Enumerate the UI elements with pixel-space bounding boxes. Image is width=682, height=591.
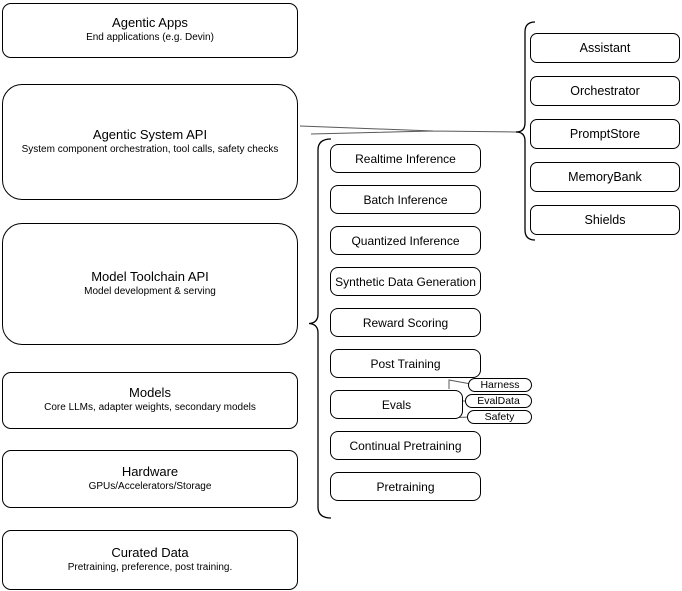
eval-pill-safety: Safety — [467, 410, 532, 424]
hardware-title: Hardware — [121, 463, 179, 479]
agentic-apps-subtitle: End applications (e.g. Devin) — [86, 32, 214, 44]
toolchain-brace — [308, 138, 332, 519]
agentic-apps-box: Agentic Apps End applications (e.g. Devi… — [2, 3, 298, 58]
hardware-subtitle: GPUs/Accelerators/Storage — [88, 480, 212, 492]
curated-data-title: Curated Data — [111, 544, 189, 560]
models-box: Models Core LLMs, adapter weights, secon… — [2, 372, 298, 429]
eval-pill-harness: Harness — [468, 378, 532, 392]
model-toolchain-api-title: Model Toolchain API — [91, 268, 209, 284]
toolchain-box-quantized-inference: Quantized Inference — [330, 226, 481, 255]
system-box-orchestrator: Orchestrator — [530, 76, 680, 106]
system-box-promptstore: PromptStore — [530, 119, 680, 149]
models-subtitle: Core LLMs, adapter weights, secondary mo… — [44, 402, 256, 414]
models-title: Models — [129, 385, 171, 401]
toolchain-box-batch-inference: Batch Inference — [330, 185, 481, 214]
toolchain-box-realtime-inference: Realtime Inference — [330, 144, 481, 173]
toolchain-box-reward-scoring: Reward Scoring — [330, 308, 481, 337]
toolchain-box-pretraining: Pretraining — [330, 472, 481, 501]
curated-data-box: Curated Data Pretraining, preference, po… — [2, 530, 298, 590]
toolchain-box-continual-pretraining: Continual Pretraining — [330, 431, 481, 460]
toolchain-component-list: Realtime Inference Batch Inference Quant… — [330, 144, 481, 501]
model-toolchain-api-subtitle: Model development & serving — [84, 285, 216, 297]
system-api-connector-line — [299, 125, 517, 135]
agentic-system-api-subtitle: System component orchestration, tool cal… — [21, 143, 279, 155]
system-box-assistant: Assistant — [530, 33, 680, 63]
model-toolchain-api-box: Model Toolchain API Model development & … — [2, 223, 298, 345]
system-component-list: Assistant Orchestrator PromptStore Memor… — [530, 33, 680, 235]
evals-harness-link — [448, 379, 472, 389]
toolchain-box-post-training: Post Training — [330, 349, 481, 378]
hardware-box: Hardware GPUs/Accelerators/Storage — [2, 450, 298, 508]
toolchain-box-synthetic-data-generation: Synthetic Data Generation — [330, 267, 481, 296]
system-box-shields: Shields — [530, 205, 680, 235]
system-box-memorybank: MemoryBank — [530, 162, 680, 192]
agentic-system-api-box: Agentic System API System component orch… — [2, 84, 298, 200]
agentic-system-api-title: Agentic System API — [92, 126, 208, 142]
agentic-apps-title: Agentic Apps — [112, 15, 188, 31]
curated-data-subtitle: Pretraining, preference, post training. — [67, 561, 233, 573]
eval-pill-evaldata: EvalData — [465, 394, 532, 408]
toolchain-box-evals: Evals — [330, 390, 463, 419]
